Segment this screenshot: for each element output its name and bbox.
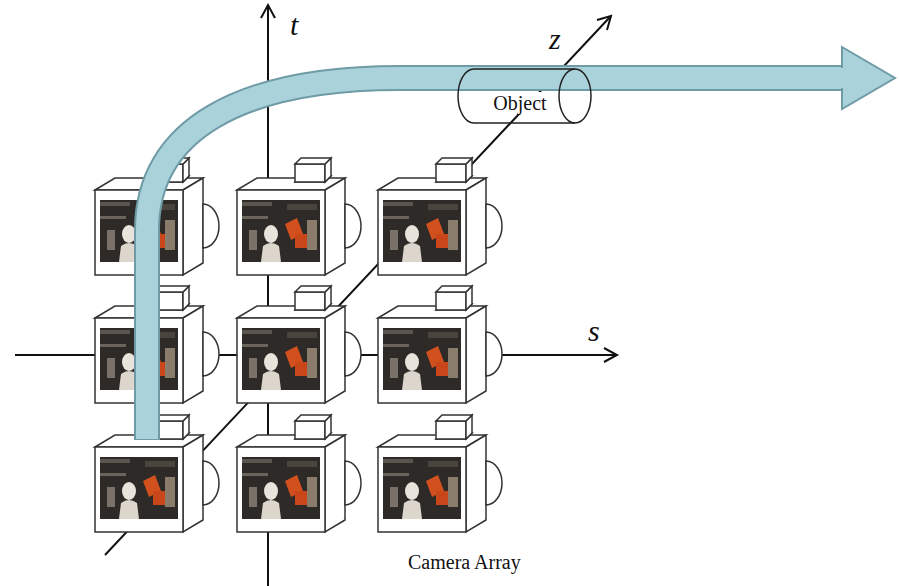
camera — [378, 286, 502, 403]
arrow-band — [147, 78, 847, 439]
caption-label: Camera Array — [408, 551, 521, 573]
axis-label: t — [290, 8, 298, 41]
object-cylinder: Object — [457, 68, 592, 124]
arrow-band-outline — [147, 78, 846, 440]
z-axis-head — [597, 16, 611, 30]
s-axis-head — [604, 348, 617, 362]
arrow-joint — [836, 68, 846, 88]
node-text: Object — [491, 92, 548, 114]
camera — [237, 415, 361, 532]
t-axis-head — [261, 5, 275, 18]
camera — [237, 286, 361, 403]
viewing-path-arrow — [147, 47, 895, 440]
camera — [378, 415, 502, 532]
cylinder-body — [458, 69, 575, 123]
cylinder-end — [559, 69, 591, 123]
camera — [237, 158, 361, 275]
axis-label: s — [588, 314, 600, 347]
camera — [378, 158, 502, 275]
arrow-head — [842, 47, 895, 109]
axis-label: z — [549, 22, 561, 55]
